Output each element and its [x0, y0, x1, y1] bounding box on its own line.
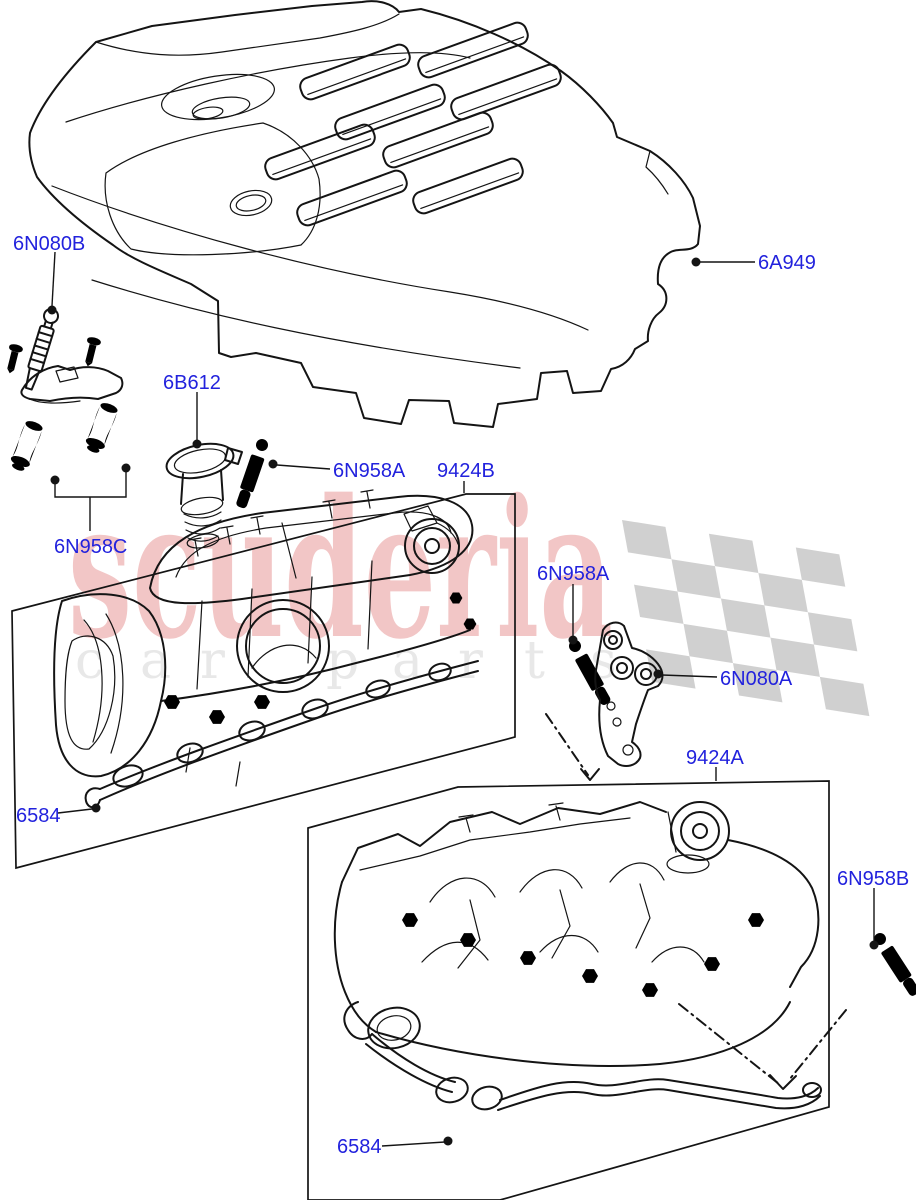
upper-intake-manifold-drawing — [53, 489, 479, 809]
engine-cover-drawing — [28, 0, 701, 428]
upper-gasket-drawing — [84, 660, 479, 809]
part-label-6584-lower[interactable]: 6584 — [337, 1136, 382, 1158]
checkered-flag-icon — [622, 520, 870, 717]
part-label-9424B[interactable]: 9424B — [437, 460, 495, 482]
callout-9424B[interactable]: 9424B — [437, 460, 495, 493]
callout-6B612[interactable]: 6B612 — [163, 372, 221, 449]
callout-9424A[interactable]: 9424A — [686, 747, 744, 781]
part-label-6N958A-upper[interactable]: 6N958A — [333, 460, 406, 482]
part-label-6N080A[interactable]: 6N080A — [720, 668, 793, 690]
callout-6584-lower[interactable]: 6584 — [337, 1136, 453, 1158]
ball-stud-6N080B — [24, 308, 59, 391]
callouts: 6N080B 6A949 6B612 6N958A 9424B 6N958C 6… — [13, 233, 909, 1158]
lower-intake-manifold-drawing — [333, 801, 822, 1111]
push-pin-right — [80, 335, 102, 368]
anti-rotation-bracket — [20, 365, 124, 402]
isolator-mount-2 — [82, 400, 120, 456]
callout-6584-upper[interactable]: 6584 — [16, 803, 101, 828]
part-label-6B612[interactable]: 6B612 — [163, 372, 221, 394]
callout-6N080A[interactable]: 6N080A — [653, 668, 793, 690]
cover-ribs — [264, 21, 562, 227]
isolator-mount-1 — [7, 418, 45, 474]
push-pin-left — [2, 342, 24, 375]
callout-6N958A-upper[interactable]: 6N958A — [268, 459, 406, 483]
callout-6N958C[interactable]: 6N958C — [50, 463, 131, 559]
callout-6A949[interactable]: 6A949 — [691, 252, 816, 274]
callout-6N080B[interactable]: 6N080B — [13, 233, 85, 315]
lower-manifold-box — [307, 780, 830, 1200]
part-label-6584-upper[interactable]: 6584 — [16, 805, 61, 827]
callout-6N958B[interactable]: 6N958B — [837, 868, 909, 950]
lower-gasket-drawing — [343, 1001, 822, 1111]
part-label-6N958C[interactable]: 6N958C — [54, 536, 127, 558]
callout-6N958A-right[interactable]: 6N958A — [537, 563, 610, 645]
part-label-6N080B[interactable]: 6N080B — [13, 233, 85, 255]
part-label-6N958A-right[interactable]: 6N958A — [537, 563, 610, 585]
stud-6N958B — [870, 930, 916, 999]
part-label-6A949[interactable]: 6A949 — [758, 252, 816, 274]
part-label-9424A[interactable]: 9424A — [686, 747, 744, 769]
watermark-brand-text: scuderia — [68, 458, 613, 681]
part-label-6N958B[interactable]: 6N958B — [837, 868, 909, 890]
